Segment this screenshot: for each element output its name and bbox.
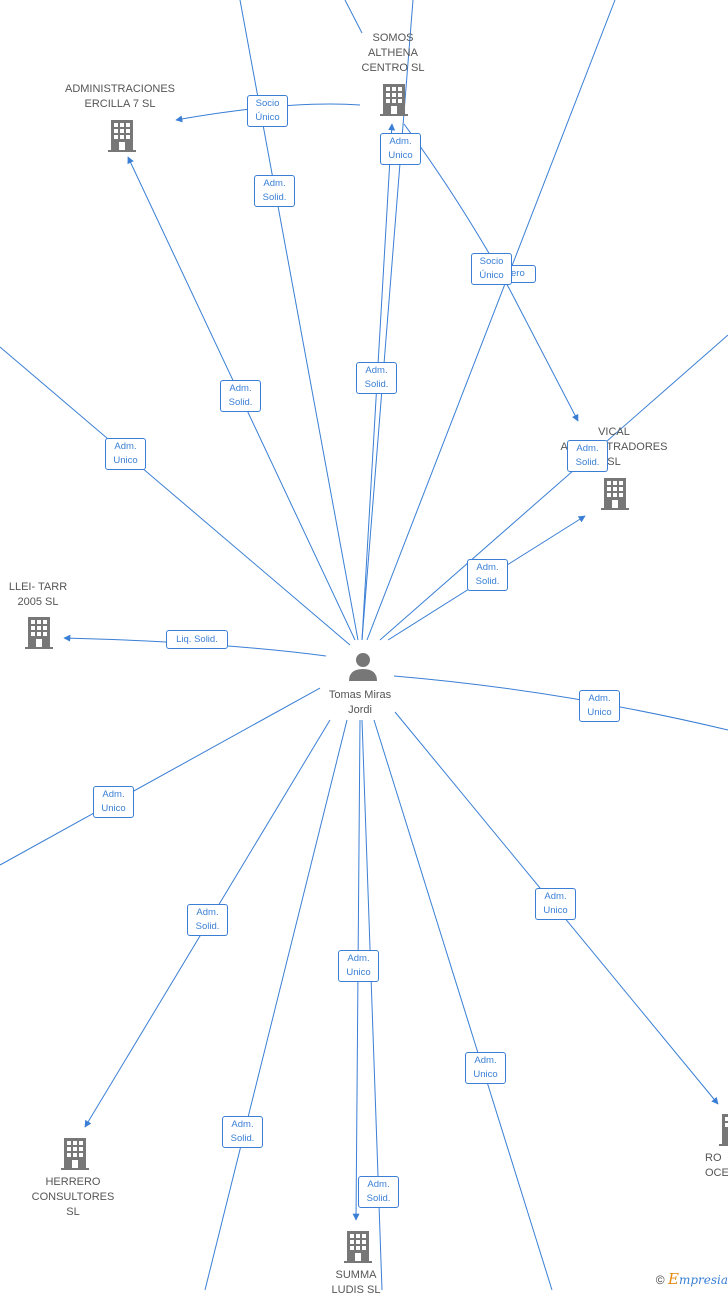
brand-footer: © Empresia [656, 1270, 728, 1288]
person-icon [347, 651, 379, 686]
relation-label: Adm. Solid. [187, 904, 228, 936]
building-icon [718, 1112, 728, 1151]
edge-center-bottom-left [204, 719, 348, 1290]
relation-label: Adm. Solid. [254, 175, 295, 207]
edge-center-lower-left [0, 687, 321, 866]
brand-logo[interactable]: Empresia [667, 1270, 728, 1288]
company-label-ro[interactable]: RO OCE [705, 1152, 728, 1179]
relation-label: Adm. Unico [105, 438, 146, 470]
relation-label: Socio Único [471, 253, 512, 285]
edge-center-bottom-right [373, 719, 553, 1290]
edge-center-top-right [366, 0, 616, 641]
relation-label: Adm. Solid. [567, 440, 608, 472]
company-label-somos[interactable]: SOMOS ALTHENA CENTRO SL [361, 32, 425, 74]
building-icon [379, 82, 409, 121]
relation-label: Adm. Unico [535, 888, 576, 920]
relation-label: Adm. Solid. [220, 380, 261, 412]
building-icon [343, 1229, 373, 1268]
relation-label: Adm. Unico [579, 690, 620, 722]
building-icon [600, 476, 630, 515]
company-label-herrero[interactable]: HERRERO CONSULTORES SL [31, 1176, 115, 1218]
relation-label: Adm. Solid. [222, 1116, 263, 1148]
building-icon [107, 118, 137, 157]
company-label-llei[interactable]: LLEI- TARR 2005 SL [8, 581, 68, 608]
relation-label: Adm. Solid. [467, 559, 508, 591]
relation-label: Adm. Unico [380, 133, 421, 165]
relation-label: Adm. Unico [465, 1052, 506, 1084]
company-label-administraciones[interactable]: ADMINISTRACIONES ERCILLA 7 SL [64, 83, 175, 110]
relation-label: Adm. Unico [338, 950, 379, 982]
edge-center-right-top [379, 334, 728, 641]
edge-top-somos [344, 0, 363, 34]
edge-center-left [0, 346, 351, 646]
company-label-summa[interactable]: SUMMA LUDIS SL [331, 1269, 381, 1296]
relation-label: Adm. Solid. [356, 362, 397, 394]
building-icon [24, 615, 54, 654]
relation-label: Adm. Solid. [358, 1176, 399, 1208]
relation-label: Liq. Solid. [166, 630, 228, 649]
relation-label: Socio Único [247, 95, 288, 127]
relation-label: Adm. Unico [93, 786, 134, 818]
copyright-symbol: © [655, 1273, 665, 1287]
building-icon [60, 1136, 90, 1175]
edge-center-right [393, 675, 728, 731]
center-person-label[interactable]: Tomas Miras Jordi [328, 689, 392, 716]
